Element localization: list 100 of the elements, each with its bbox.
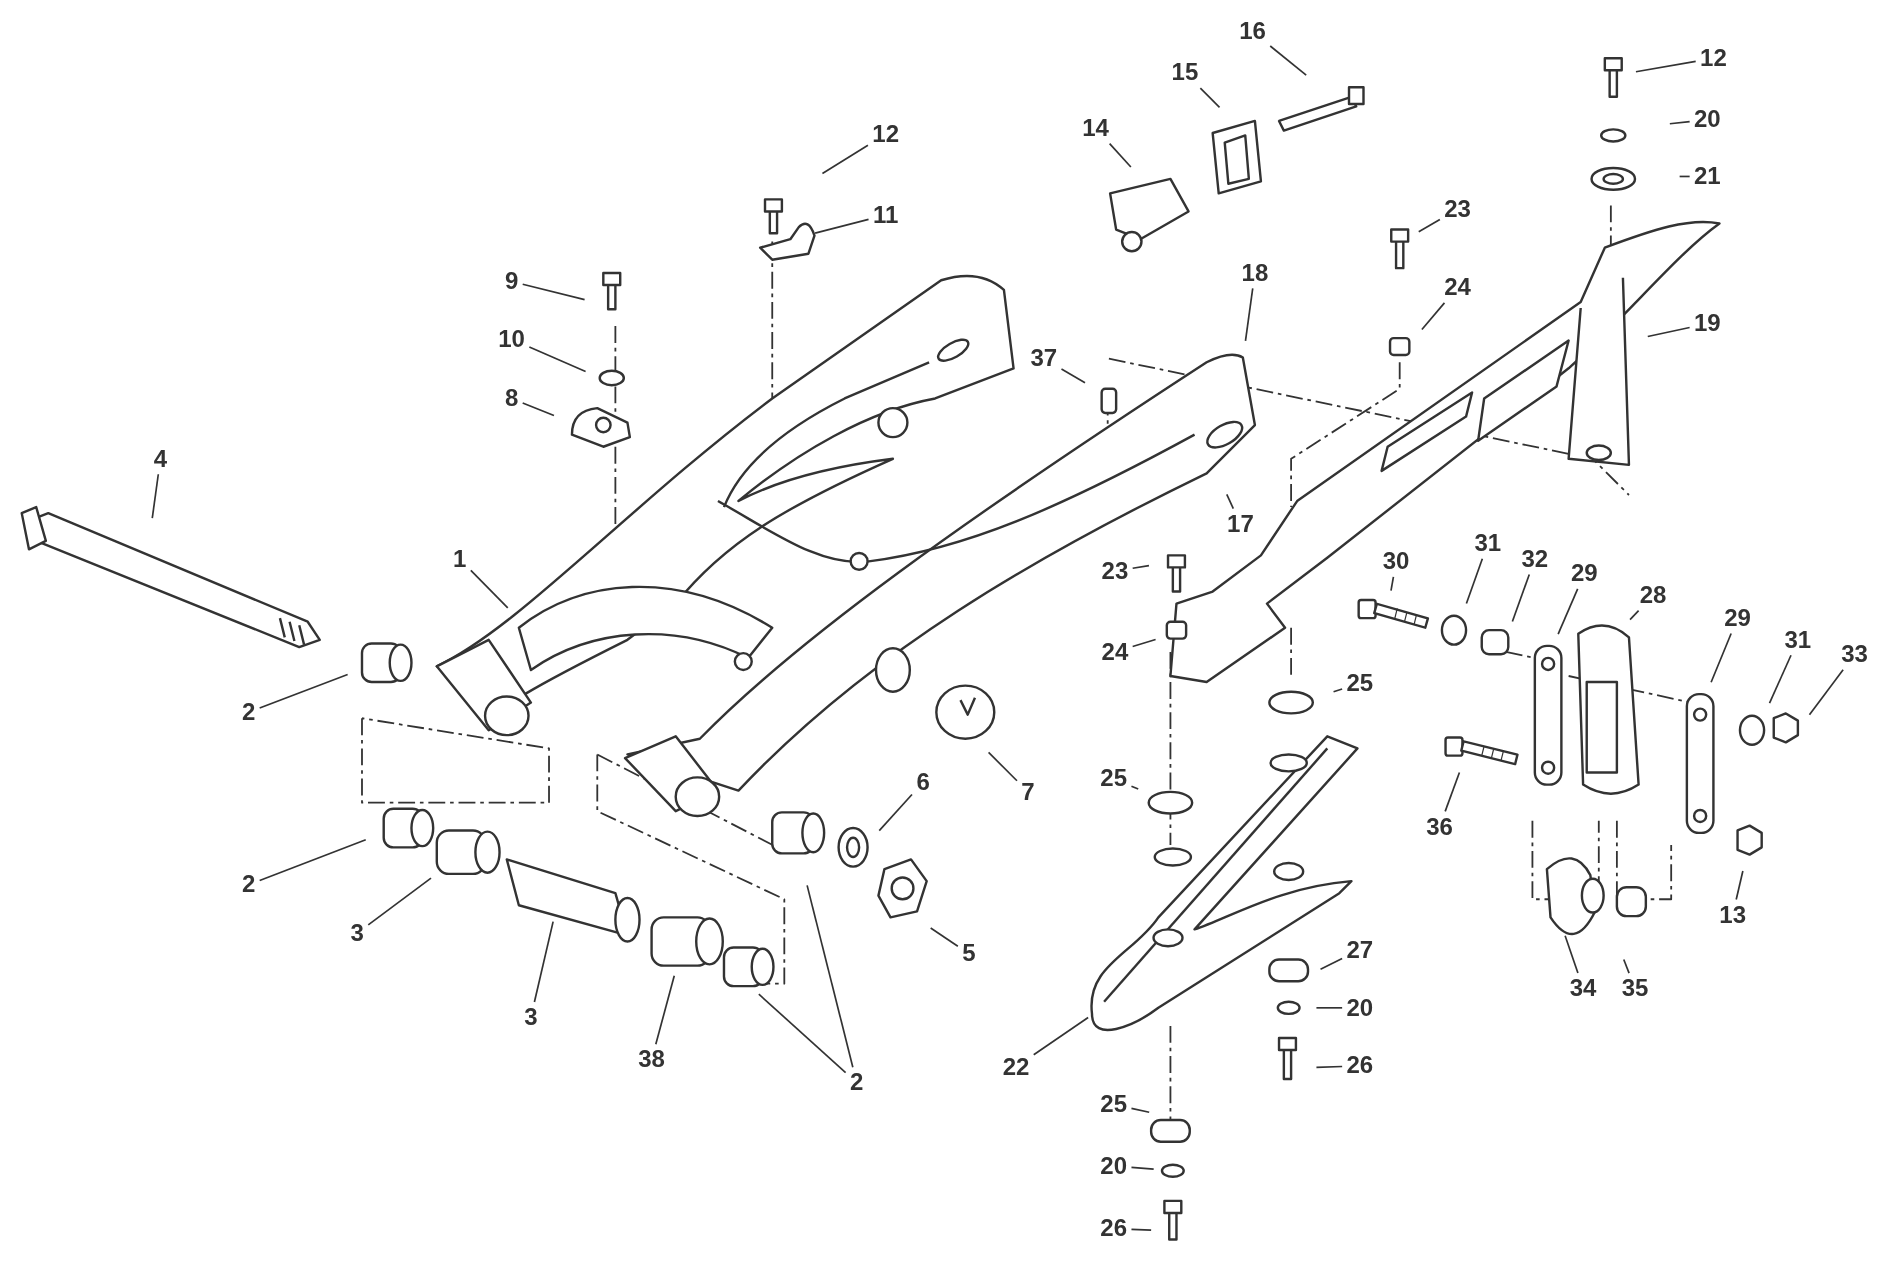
leader-line xyxy=(521,283,586,301)
leader-line xyxy=(533,920,554,1003)
leader-line xyxy=(258,673,349,709)
callout-number: 26 xyxy=(1344,1052,1376,1079)
leader-line xyxy=(814,218,870,234)
leader-line xyxy=(1564,934,1579,974)
leader-line xyxy=(654,974,676,1046)
leader-line xyxy=(1319,957,1343,971)
leader-line xyxy=(1032,1016,1089,1056)
callout-number: 15 xyxy=(1169,59,1201,86)
leader-line xyxy=(1315,1007,1343,1009)
callout-number: 31 xyxy=(1472,530,1504,556)
callout-number: 21 xyxy=(1692,163,1723,190)
callout-number: 19 xyxy=(1692,310,1723,337)
leader-line xyxy=(758,993,847,1074)
leader-line xyxy=(1130,1107,1151,1114)
callout-number: 7 xyxy=(1019,778,1037,805)
leader-line xyxy=(1130,1166,1155,1170)
callout-number: 6 xyxy=(914,768,932,795)
callout-number: 22 xyxy=(1000,1053,1032,1080)
leader-line xyxy=(258,838,367,882)
leader-line xyxy=(1244,287,1254,342)
callout-number: 3 xyxy=(348,919,366,946)
leader-line xyxy=(1444,771,1461,813)
leader-line xyxy=(1315,1065,1343,1069)
callout-number: 10 xyxy=(496,326,527,353)
callout-number: 25 xyxy=(1098,1091,1130,1118)
callout-number: 14 xyxy=(1080,114,1111,141)
leader-line xyxy=(521,402,555,417)
callout-number: 25 xyxy=(1098,765,1130,792)
callout-number: 37 xyxy=(1028,345,1060,372)
leader-line xyxy=(1131,638,1157,648)
leader-line xyxy=(1060,368,1086,384)
callout-number: 18 xyxy=(1239,259,1271,286)
callout-number: 20 xyxy=(1344,994,1376,1021)
callout-number: 31 xyxy=(1782,626,1814,653)
leader-line xyxy=(1225,493,1235,510)
callout-number: 11 xyxy=(870,201,901,228)
callout-number: 33 xyxy=(1839,641,1870,667)
leader-line xyxy=(1646,326,1691,338)
leader-line xyxy=(821,144,869,175)
callout-number: 12 xyxy=(1698,44,1729,71)
leader-line xyxy=(528,346,587,373)
leader-line xyxy=(1808,668,1844,716)
callout-number: 24 xyxy=(1099,638,1131,665)
leader-line xyxy=(806,884,854,1069)
callout-number: 26 xyxy=(1098,1215,1130,1242)
leader-line xyxy=(1332,688,1343,693)
callout-number: 25 xyxy=(1344,669,1376,696)
callout-number: 3 xyxy=(522,1004,540,1031)
leader-line xyxy=(1622,958,1630,974)
leader-line xyxy=(470,569,509,609)
leader-line xyxy=(1635,60,1697,73)
callout-number: 16 xyxy=(1237,18,1268,45)
leader-line xyxy=(1669,120,1691,125)
leader-line xyxy=(1199,87,1221,109)
callout-number: 2 xyxy=(848,1069,866,1096)
callout-number: 36 xyxy=(1424,813,1455,840)
leader-line xyxy=(151,473,160,520)
callout-number: 1 xyxy=(451,545,469,572)
callout-number: 17 xyxy=(1225,510,1256,537)
leader-line xyxy=(1131,564,1150,570)
leader-line xyxy=(1421,302,1446,331)
callout-number: 23 xyxy=(1442,195,1473,222)
callout-number: 23 xyxy=(1099,557,1131,584)
callout-number: 32 xyxy=(1519,545,1551,572)
leader-line xyxy=(987,751,1018,782)
leader-line xyxy=(1390,575,1395,592)
callout-number: 12 xyxy=(870,120,901,147)
callout-number: 38 xyxy=(636,1046,667,1073)
callout-number: 20 xyxy=(1692,106,1723,133)
callout-number: 27 xyxy=(1344,936,1376,963)
callout-number: 30 xyxy=(1380,548,1412,575)
callout-number: 2 xyxy=(239,871,258,898)
leader-line xyxy=(1629,609,1640,621)
callout-number: 29 xyxy=(1568,560,1600,587)
callout-number: 4 xyxy=(151,445,170,472)
leader-line xyxy=(1678,175,1691,178)
callout-number: 34 xyxy=(1567,975,1599,1002)
callout-number: 35 xyxy=(1619,975,1651,1002)
callout-number: 24 xyxy=(1442,274,1473,301)
leader-line xyxy=(878,793,913,832)
leader-line xyxy=(1735,870,1744,901)
callout-number: 5 xyxy=(960,940,978,967)
callout-number: 2 xyxy=(239,698,258,725)
leader-line xyxy=(1269,45,1308,76)
leader-line xyxy=(1465,557,1484,605)
leader-line xyxy=(929,927,959,947)
leader-line xyxy=(1130,785,1140,790)
leader-line xyxy=(1710,632,1732,684)
leader-line xyxy=(1108,142,1132,168)
callout-number: 9 xyxy=(502,268,521,295)
leader-line xyxy=(1557,588,1579,635)
leader-line xyxy=(1417,218,1441,233)
callout-number: 20 xyxy=(1098,1152,1130,1179)
callout-number: 13 xyxy=(1717,901,1749,928)
callout-number: 29 xyxy=(1722,604,1753,631)
leader-line xyxy=(1511,573,1531,623)
leader-line xyxy=(1768,654,1792,704)
leader-line xyxy=(1130,1228,1152,1232)
